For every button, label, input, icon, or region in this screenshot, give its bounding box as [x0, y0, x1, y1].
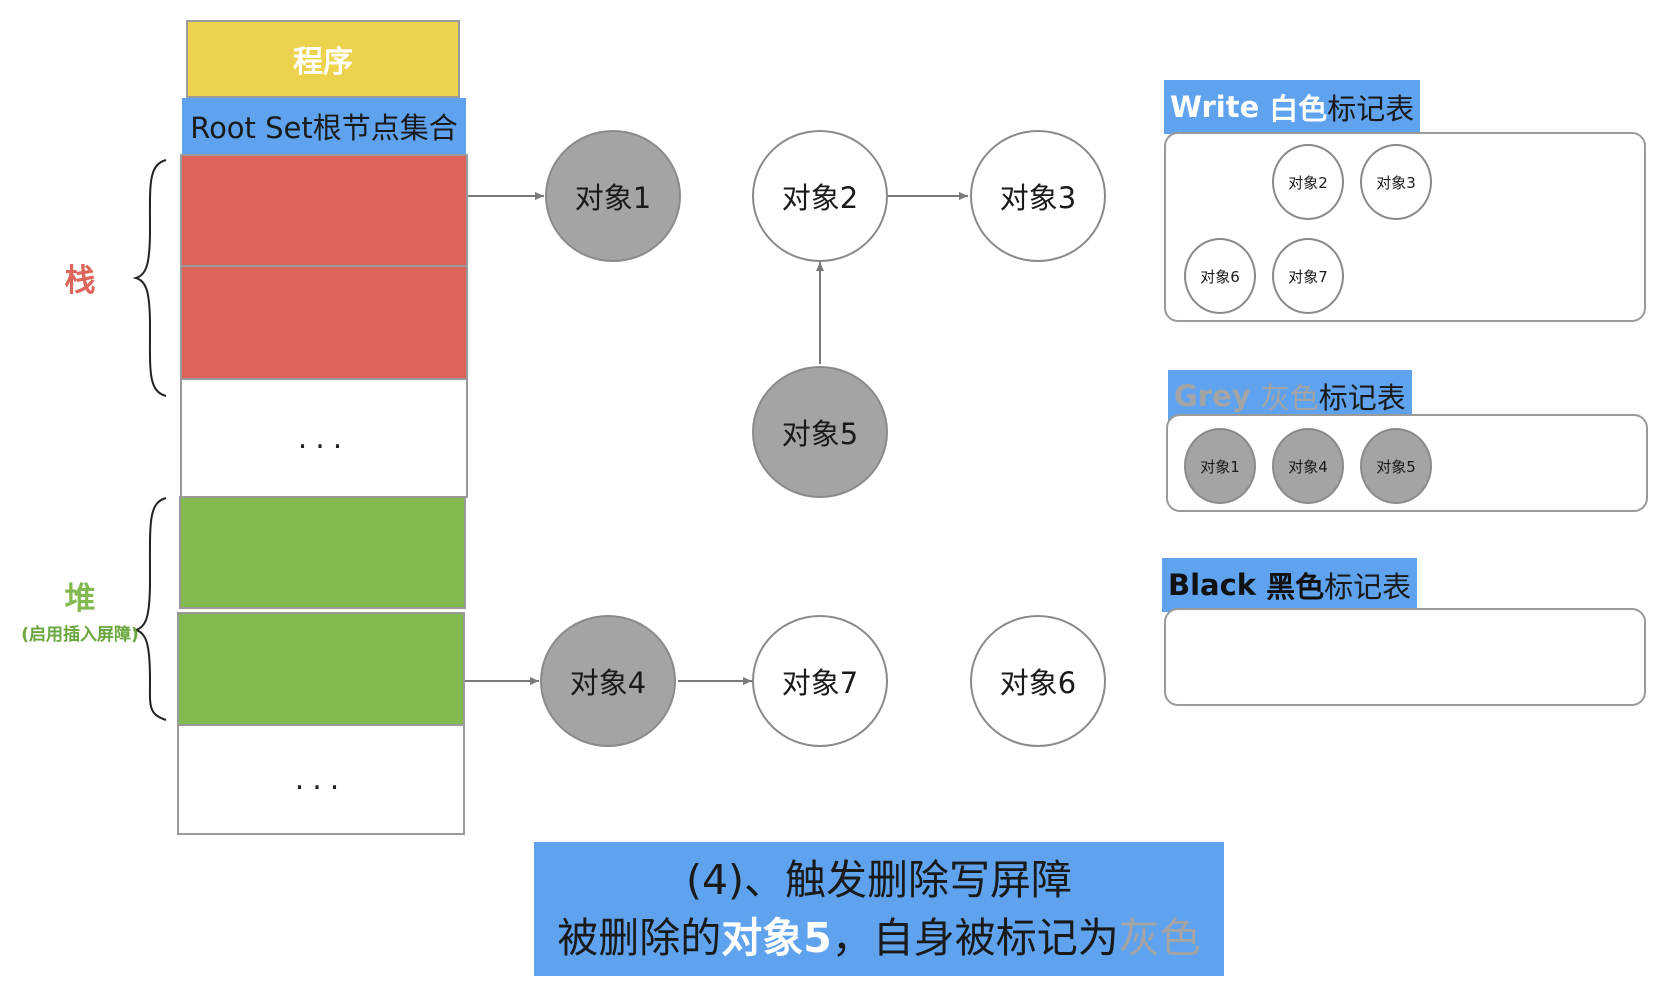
grey-table-tag-en: Grey	[1174, 379, 1251, 413]
heap-cell-1	[179, 496, 466, 609]
grey-table-tag: Grey 灰色 标记表	[1168, 370, 1412, 422]
white-table-tag: Write 白色 标记表	[1164, 80, 1421, 134]
heap-brace	[132, 497, 167, 721]
grey-table-item-obj5: 对象5	[1360, 428, 1432, 504]
black-table-tag-color: 黑色	[1266, 570, 1325, 604]
caption-line-1: (4)、触发删除写屏障	[685, 856, 1073, 904]
white-table-tag-color: 白色	[1269, 92, 1328, 126]
grey-table-item-obj4: 对象4	[1272, 428, 1344, 504]
black-table-tag-suffix: 标记表	[1324, 570, 1412, 604]
object-node-2: 对象2	[752, 130, 888, 262]
white-table-tag-suffix: 标记表	[1327, 92, 1415, 126]
grey-table-tag-suffix: 标记表	[1318, 381, 1406, 415]
heap-cell-2	[177, 612, 465, 726]
stack-cell-1	[180, 154, 468, 267]
white-table-item-obj7: 对象7	[1272, 238, 1344, 314]
grey-table-item-obj1: 对象1	[1184, 428, 1256, 504]
white-table-tag-en: Write	[1170, 90, 1260, 124]
white-table-item-obj2: 对象2	[1272, 144, 1344, 220]
object-node-3: 对象3	[970, 130, 1106, 262]
stack-brace	[132, 159, 167, 397]
black-table-tag-en: Black	[1168, 568, 1257, 602]
stack-cell-2	[180, 265, 468, 380]
grey-table-tag-color: 灰色	[1260, 381, 1319, 415]
stack-label: 栈	[64, 263, 96, 299]
object-node-4: 对象4	[540, 615, 676, 747]
heap-cell-ellipsis: ...	[177, 724, 465, 835]
caption-line-2-grey: 灰色	[1118, 914, 1201, 962]
white-table-item-obj3: 对象3	[1360, 144, 1432, 220]
object-node-6: 对象6	[970, 615, 1106, 747]
black-mark-table	[1164, 608, 1646, 706]
object-node-1: 对象1	[545, 130, 681, 262]
object-node-5: 对象5	[752, 366, 888, 498]
object-node-7: 对象7	[752, 615, 888, 747]
caption-line-2-middle: ，自身被标记为	[831, 914, 1119, 962]
program-block: 程序	[186, 20, 460, 98]
heap-label: 堆	[64, 581, 96, 617]
caption-line-2-highlight: 对象5	[721, 914, 832, 962]
step-caption: (4)、触发删除写屏障 被删除的对象5，自身被标记为灰色	[534, 842, 1224, 976]
root-set-label: Root Set根节点集合	[182, 98, 466, 154]
stack-cell-ellipsis: ...	[180, 378, 468, 498]
caption-line-2: 被删除的对象5，自身被标记为灰色	[557, 909, 1201, 967]
caption-line-2-prefix: 被删除的	[557, 914, 722, 962]
white-table-item-obj6: 对象6	[1184, 238, 1256, 314]
heap-note: (启用插入屏障)	[21, 625, 139, 645]
black-table-tag: Black 黑色 标记表	[1162, 558, 1418, 612]
